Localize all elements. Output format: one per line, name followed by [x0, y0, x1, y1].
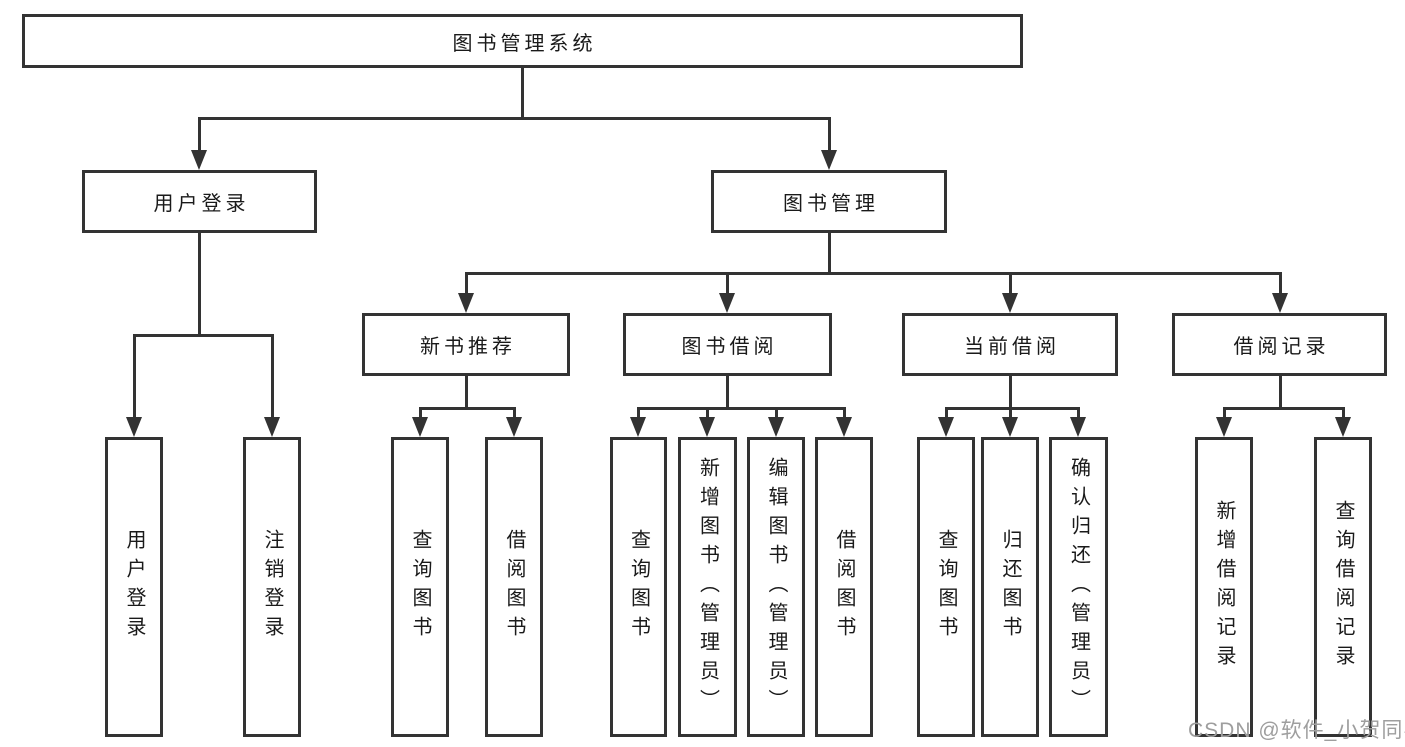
connector-book-mgmt-stem [828, 233, 831, 273]
connector-drop-leaf [271, 334, 274, 419]
arrow-down-icon [821, 150, 837, 170]
arrow-down-icon [699, 417, 715, 437]
connector-bus [637, 407, 845, 410]
connector-user-login-bus [133, 334, 274, 337]
connector-stem [1279, 376, 1282, 408]
node-book-borrowing: 图书借阅 [623, 313, 832, 376]
connector-bus [419, 407, 516, 410]
connector-drop-node [1279, 272, 1282, 295]
arrow-down-icon [412, 417, 428, 437]
connector-drop-node [465, 272, 468, 295]
arrow-down-icon [938, 417, 954, 437]
connector-drop-node [1009, 272, 1012, 295]
connector-drop-leaf [513, 407, 516, 419]
connector-bus [945, 407, 1079, 410]
connector-drop-leaf [419, 407, 422, 419]
leaf-edit-books-admin: 编辑图书（管理员） [747, 437, 805, 737]
node-book-management: 图书管理 [711, 170, 947, 233]
arrow-down-icon [506, 417, 522, 437]
arrow-down-icon [719, 293, 735, 313]
leaf-query-books-current: 查询图书 [917, 437, 975, 737]
leaf-query-borrow-record: 查询借阅记录 [1314, 437, 1372, 737]
arrow-down-icon [264, 417, 280, 437]
connector-drop-node [726, 272, 729, 295]
leaf-borrow-books-recommend: 借阅图书 [485, 437, 543, 737]
leaf-add-books-admin: 新增图书（管理员） [678, 437, 737, 737]
csdn-watermark: CSDN @软件_小贺同学 [1188, 719, 1405, 742]
connector-drop-leaf [133, 334, 136, 419]
arrow-down-icon [458, 293, 474, 313]
arrow-down-icon [1216, 417, 1232, 437]
connector-drop-leaf [1009, 407, 1012, 419]
arrow-down-icon [1002, 417, 1018, 437]
node-user-login: 用户登录 [82, 170, 317, 233]
arrow-down-icon [836, 417, 852, 437]
connector-drop-leaf [843, 407, 846, 419]
connector-stem [465, 376, 468, 408]
arrow-down-icon [1070, 417, 1086, 437]
leaf-add-borrow-record: 新增借阅记录 [1195, 437, 1253, 737]
connector-drop-leaf [945, 407, 948, 419]
node-new-book-recommendation: 新书推荐 [362, 313, 570, 376]
node-borrowing-records: 借阅记录 [1172, 313, 1387, 376]
leaf-borrow-books-borrowing: 借阅图书 [815, 437, 873, 737]
connector-root-bus [198, 117, 831, 120]
leaf-user-login: 用户登录 [105, 437, 163, 737]
leaf-confirm-return-admin: 确认归还（管理员） [1049, 437, 1108, 737]
connector-drop-user-login [198, 117, 201, 152]
connector-book-mgmt-bus [465, 272, 1281, 275]
leaf-query-books-recommend: 查询图书 [391, 437, 449, 737]
connector-bus [1223, 407, 1345, 410]
connector-user-login-stem [198, 233, 201, 335]
connector-drop-leaf [637, 407, 640, 419]
arrow-down-icon [1272, 293, 1288, 313]
connector-stem [726, 376, 729, 408]
connector-drop-leaf [1223, 407, 1226, 419]
leaf-query-books-borrowing: 查询图书 [610, 437, 667, 737]
arrow-down-icon [768, 417, 784, 437]
node-book-management-system: 图书管理系统 [22, 14, 1023, 68]
connector-drop-leaf [775, 407, 778, 419]
connector-root-stem [521, 68, 524, 118]
leaf-return-books: 归还图书 [981, 437, 1039, 737]
connector-stem [1009, 376, 1012, 408]
arrow-down-icon [630, 417, 646, 437]
connector-drop-leaf [706, 407, 709, 419]
leaf-logout: 注销登录 [243, 437, 301, 737]
arrow-down-icon [126, 417, 142, 437]
arrow-down-icon [1335, 417, 1351, 437]
arrow-down-icon [191, 150, 207, 170]
node-current-borrowing: 当前借阅 [902, 313, 1118, 376]
connector-drop-book-management [828, 117, 831, 152]
arrow-down-icon [1002, 293, 1018, 313]
connector-drop-leaf [1077, 407, 1080, 419]
connector-drop-leaf [1342, 407, 1345, 419]
